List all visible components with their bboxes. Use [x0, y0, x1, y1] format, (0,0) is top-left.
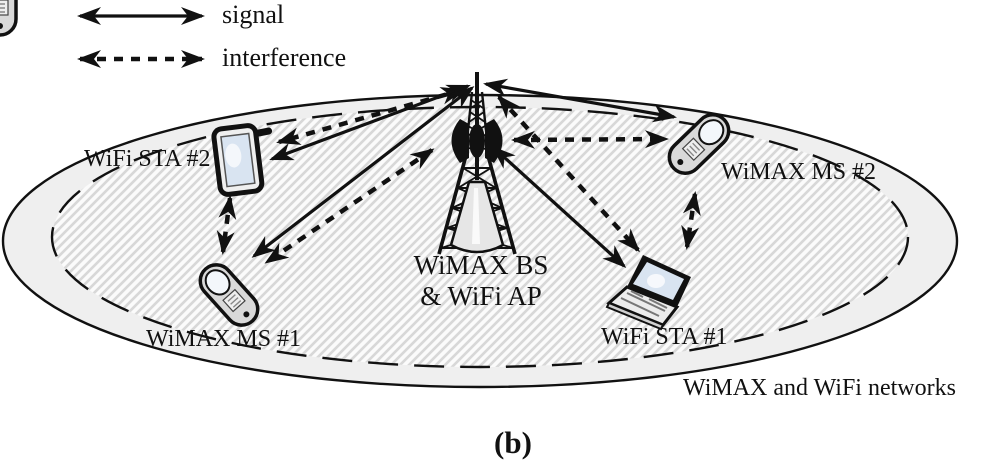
base-station-label-line1: WiMAX BS — [413, 250, 549, 280]
signal-links — [251, 78, 677, 269]
link-bs-wimax-ms1-signal — [251, 86, 475, 258]
base-station-label-line2: & WiFi AP — [420, 281, 542, 311]
network-region-label: WiMAX and WiFi networks — [683, 375, 956, 401]
wifi-sta1-device-icon — [605, 255, 691, 331]
wifi-sta2-label: WiFi STA #2 — [84, 146, 211, 172]
base-station-label: WiMAX BS & WiFi AP — [386, 250, 576, 312]
link-bs-wimax-ms2-signal — [483, 78, 677, 123]
wimax-ms2-label: WiMAX MS #2 — [721, 159, 877, 185]
wimax-ms1-label: WiMAX MS #1 — [146, 326, 302, 352]
legend-signal-label: signal — [222, 0, 285, 29]
wifi-sta2-device-icon — [211, 123, 273, 197]
figure-caption: (b) — [494, 425, 532, 460]
wifi-sta1-label: WiFi STA #1 — [601, 324, 728, 350]
link-ms2-sta1-interference — [681, 191, 701, 250]
legend-interference-label: interference — [222, 43, 347, 72]
link-bs-wifi-sta1-signal — [491, 145, 627, 269]
base-station-tower-icon — [437, 72, 517, 255]
